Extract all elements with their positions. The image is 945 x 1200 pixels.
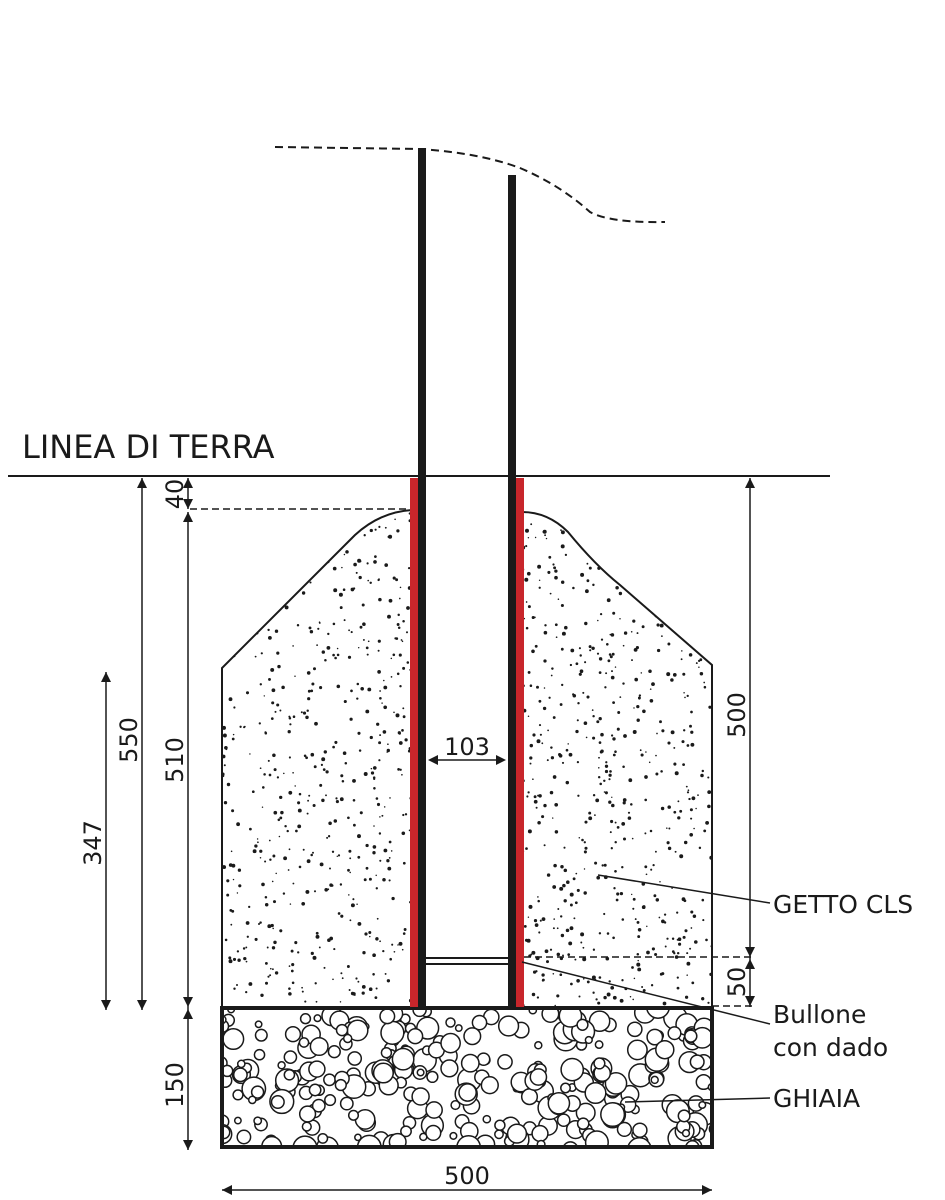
dimension-510-label: 510 bbox=[161, 737, 189, 783]
dimension-50: 50 bbox=[524, 956, 755, 1007]
dimension-103: 103 bbox=[428, 733, 506, 765]
concrete-leader-line bbox=[597, 874, 771, 904]
gravel-pebble-texture bbox=[222, 1009, 712, 1146]
dimension-40-label: 40 bbox=[161, 479, 189, 510]
bolt-label-line2: con dado bbox=[773, 1033, 888, 1062]
dimension-150: 150 bbox=[161, 1009, 193, 1150]
bolt-leader-line bbox=[521, 961, 771, 1025]
dimension-500-right-label: 500 bbox=[723, 692, 751, 738]
dimension-500-bottom: 500 bbox=[222, 1162, 712, 1195]
concrete-outline-left bbox=[221, 509, 413, 1007]
gravel-base bbox=[220, 1006, 714, 1149]
left-post bbox=[418, 148, 426, 1007]
concrete-block bbox=[221, 509, 713, 1007]
dimension-500-right: 500 bbox=[723, 478, 755, 1007]
dimension-550: 550 bbox=[115, 478, 147, 1010]
right-sleeve bbox=[516, 478, 524, 1007]
dimension-50-label: 50 bbox=[723, 967, 751, 998]
dimension-40: 40 bbox=[161, 478, 410, 510]
dimension-500-bottom-label: 500 bbox=[444, 1162, 490, 1190]
left-sleeve bbox=[410, 478, 418, 1007]
dimension-347: 347 bbox=[79, 672, 111, 1010]
gravel-leader-line bbox=[624, 1097, 771, 1103]
dimension-347-label: 347 bbox=[79, 820, 107, 866]
dimension-550-label: 550 bbox=[115, 717, 143, 763]
gravel-label: GHIAIA bbox=[773, 1084, 860, 1113]
top-dashed-curve bbox=[274, 146, 666, 224]
bolt-label-line1: Bullone bbox=[773, 1000, 866, 1029]
dimension-150-label: 150 bbox=[161, 1062, 189, 1108]
concrete-outline-right bbox=[521, 511, 713, 1007]
ground-line-label: LINEA DI TERRA bbox=[22, 428, 275, 466]
right-post bbox=[508, 175, 516, 1007]
dimension-510: 510 bbox=[161, 512, 193, 1150]
bolt-with-nut bbox=[426, 957, 508, 965]
dimension-103-label: 103 bbox=[444, 733, 490, 761]
concrete-label: GETTO CLS bbox=[773, 890, 913, 919]
